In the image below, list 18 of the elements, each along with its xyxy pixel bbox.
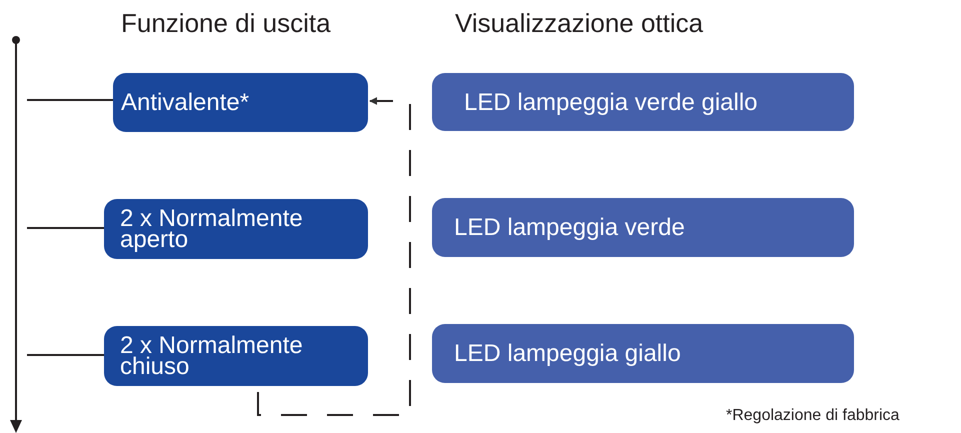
- box-text: Antivalente*: [121, 92, 250, 113]
- box-text: LED lampeggia verde: [454, 217, 685, 238]
- footnote: *Regolazione di fabbrica: [726, 407, 900, 425]
- connector-line: [27, 354, 104, 356]
- rounded-box: [113, 73, 368, 132]
- box-text: 2 x Normalmente chiuso: [120, 335, 304, 377]
- box-text: LED lampeggia verde giallo: [464, 92, 758, 112]
- connector-line: [27, 227, 104, 229]
- connector-line: [27, 99, 113, 101]
- rounded-box: [432, 324, 854, 383]
- box-text: LED lampeggia giallo: [454, 343, 681, 364]
- column-heading: Visualizzazione ottica: [455, 8, 704, 39]
- rounded-box: [432, 73, 854, 131]
- rounded-box: [432, 198, 854, 257]
- rounded-box: [104, 326, 368, 386]
- box-text: 2 x Normalmente aperto: [120, 208, 304, 250]
- rounded-box: [104, 199, 368, 259]
- column-heading: Funzione di uscita: [121, 8, 331, 39]
